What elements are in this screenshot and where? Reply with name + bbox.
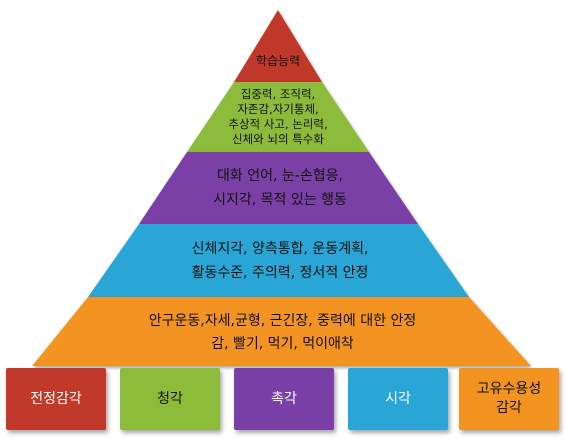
- tier-4-shape: [88, 224, 469, 297]
- tier-5-label: 안구운동,자세,균형, 근긴장, 중력에 대한 안정 감, 빨기, 먹기, 먹이…: [148, 313, 417, 352]
- base-auditory: 청각: [120, 368, 220, 430]
- base-visual: 시각: [348, 368, 448, 430]
- base-tactile: 촉각: [234, 368, 334, 430]
- tier-2-label: 집중력, 조직력, 자존감,자기통제, 추상적 사고, 논리력, 신체와 뇌의 …: [228, 87, 328, 146]
- tier-5-shape: [32, 297, 531, 366]
- base-proprioceptive: 고유수용성 감각: [459, 368, 559, 430]
- tier-3-shape: [139, 152, 418, 224]
- base-vestibular: 전정감각: [6, 368, 106, 430]
- tier-4-label: 신체지각, 양측통합, 운동계획, 활동수준, 주의력, 정서적 안정: [191, 241, 369, 281]
- tier-1-label: 학습능력: [255, 53, 301, 68]
- tier-1-shape: [234, 10, 322, 82]
- tier-3-label: 대화 언어, 눈-손협응, 시지각, 목적 있는 행동: [213, 168, 347, 208]
- tier-2-shape: [187, 82, 369, 152]
